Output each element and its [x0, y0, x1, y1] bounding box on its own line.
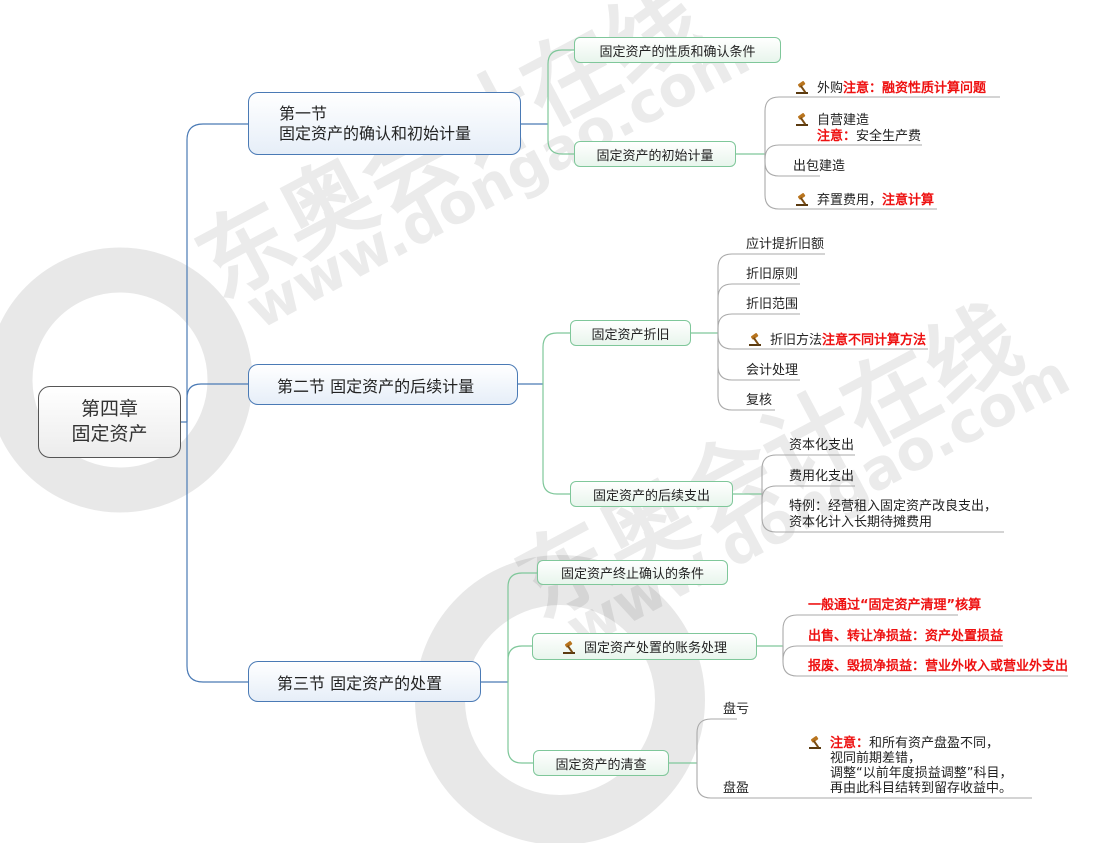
leaf-expensed-expenditure[interactable]: 费用化支出: [789, 469, 855, 484]
topic-initial-measurement[interactable]: 固定资产的初始计量: [574, 141, 736, 167]
leaf-self-construction[interactable]: 自营建造 注意：安全生产费: [795, 112, 921, 145]
gavel-icon: [796, 193, 808, 206]
gavel-icon: [749, 333, 761, 346]
leaf-depreciation-method[interactable]: 折旧方法注意不同计算方法: [748, 332, 926, 349]
leaf-disposal-cost[interactable]: 弃置费用，注意计算: [795, 192, 934, 209]
topic-inventory-check[interactable]: 固定资产的清查: [533, 750, 669, 776]
leaf-special-case-lease-improvement[interactable]: 特例：经营租入固定资产改良支出， 资本化计入长期待摊费用: [789, 499, 998, 530]
section-1-line1: 第一节: [279, 103, 328, 123]
leaf-sale-transfer-gain-loss[interactable]: 出售、转让净损益：资产处置损益: [808, 629, 1004, 644]
leaf-scrap-damage-gain-loss[interactable]: 报废、毁损净损益：营业外收入或营业外支出: [808, 659, 1069, 674]
topic-subsequent-expenditure[interactable]: 固定资产的后续支出: [570, 481, 733, 507]
topic-derecognition-conditions[interactable]: 固定资产终止确认的条件: [537, 560, 728, 585]
note-inventory-surplus: 注意：和所有资产盘盈不同， 视同前期差错， 调整“以前年度损益调整”科目， 再由…: [808, 735, 1012, 796]
section-2-node[interactable]: 第二节 固定资产的后续计量: [248, 364, 518, 405]
topic-disposal-accounting[interactable]: 固定资产处置的账务处理: [532, 633, 757, 660]
section-3-node[interactable]: 第三节 固定资产的处置: [248, 661, 481, 702]
section-1-node[interactable]: 第一节 固定资产的确认和初始计量: [248, 92, 521, 155]
gavel-icon: [809, 736, 821, 749]
gavel-icon: [796, 113, 808, 126]
topic-depreciation[interactable]: 固定资产折旧: [570, 320, 691, 346]
leaf-depreciable-amount[interactable]: 应计提折旧额: [746, 237, 825, 252]
leaf-accounting-treatment[interactable]: 会计处理: [746, 363, 799, 378]
root-node-chapter-4[interactable]: 第四章 固定资产: [38, 386, 181, 458]
leaf-depreciation-scope[interactable]: 折旧范围: [746, 297, 799, 312]
root-line1: 第四章: [80, 398, 138, 420]
leaf-inventory-shortage[interactable]: 盘亏: [723, 702, 750, 717]
gavel-icon: [796, 81, 808, 94]
leaf-inventory-surplus[interactable]: 盘盈: [723, 781, 750, 796]
root-line2: 固定资产: [71, 423, 148, 445]
topic-nature-recognition[interactable]: 固定资产的性质和确认条件: [574, 37, 781, 63]
gavel-icon: [562, 640, 575, 654]
section-1-line2: 固定资产的确认和初始计量: [279, 123, 472, 143]
leaf-purchase[interactable]: 外购注意：融资性质计算问题: [795, 80, 986, 97]
leaf-review[interactable]: 复核: [746, 393, 773, 408]
leaf-depreciation-principle[interactable]: 折旧原则: [746, 267, 799, 282]
leaf-capitalized-expenditure[interactable]: 资本化支出: [789, 438, 855, 453]
leaf-clearing-account[interactable]: 一般通过“固定资产清理”核算: [808, 598, 982, 613]
leaf-outsourced-construction[interactable]: 出包建造: [793, 159, 846, 174]
